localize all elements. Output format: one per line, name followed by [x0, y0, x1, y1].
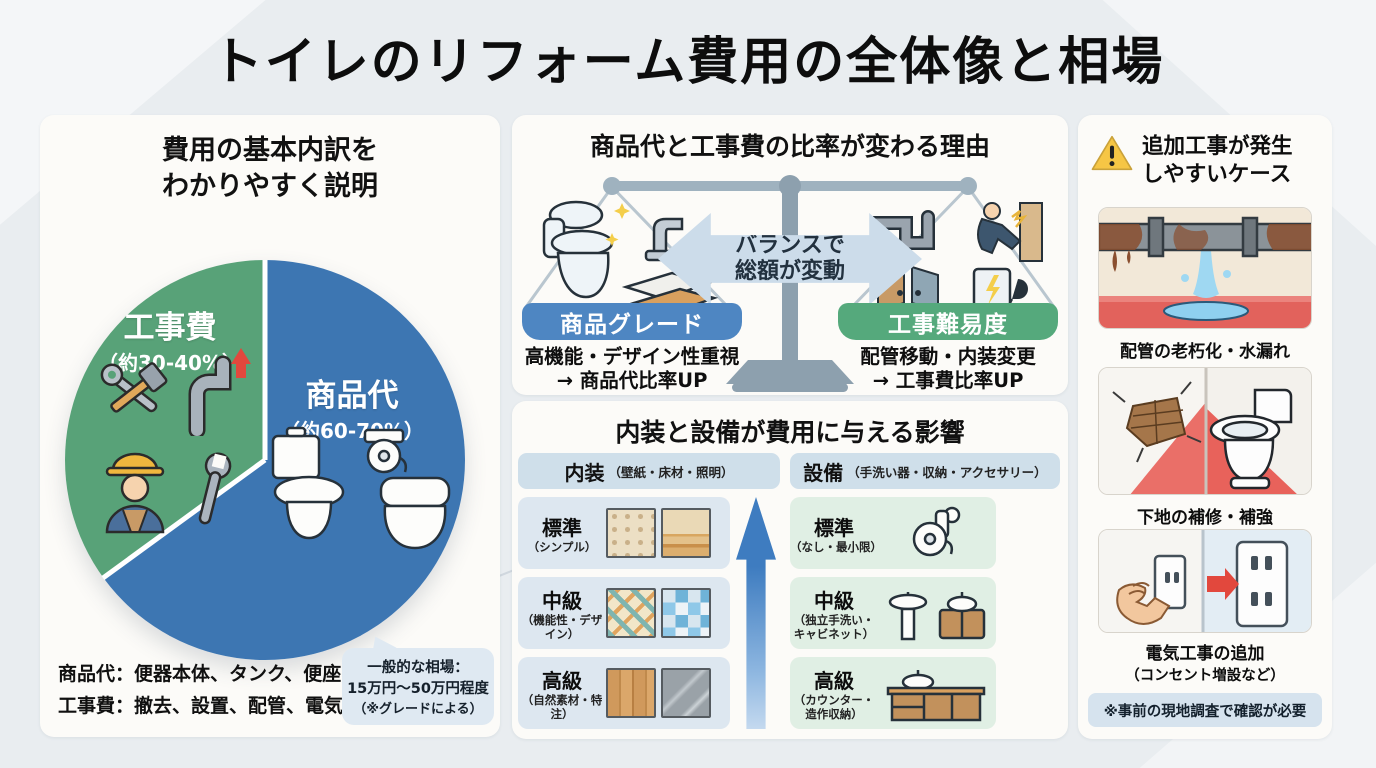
counter-vanity-icon [886, 670, 986, 722]
pattern-tile-swatch [606, 588, 656, 638]
product-grade-desc: 高機能・デザイン性重視 → 商品代比率UP [512, 345, 752, 394]
sink-cabinet-icon [888, 592, 986, 641]
pipe-leak-illustration [1099, 208, 1311, 328]
electrical-caption-line-2: （コンセント増設など） [1125, 668, 1285, 684]
panel-additional-work-cases: 追加工事が発生 しやすいケース [1078, 115, 1332, 739]
desc-line-1: 高機能・デザイン性重視 [524, 345, 740, 368]
interior-row-premium: 高級 （自然素材・特注） [518, 657, 730, 729]
wall-damage-illustration [1099, 368, 1311, 494]
wallpaper-swatch [606, 508, 656, 558]
marble-swatch [661, 668, 711, 718]
desc-line-2: → 商品代比率UP [556, 369, 708, 393]
interior-header: 内装 （壁紙・床材・照明） [518, 453, 780, 489]
cost-breakdown-heading: 費用の基本内訳を わかりやすく説明 [40, 133, 500, 206]
toilet-products-icon [271, 426, 451, 550]
case-caption-pipe: 配管の老朽化・水漏れ [1120, 342, 1290, 362]
pie-label-product: 商品代 （約60-70%） [247, 370, 457, 444]
tier-label: 中級 （独立手洗い・キャビネット） [790, 585, 878, 642]
balance-heading: 商品代と工事費の比率が変わる理由 [589, 132, 990, 161]
tier-grade-sub: （自然素材・特注） [521, 692, 603, 721]
tier-grade-sub: （カウンター・造作収納） [793, 692, 875, 721]
balance-arrow-line-1: バランスで [735, 232, 845, 258]
tier-label: 標準 （なし・最小限） [790, 512, 882, 555]
desc-line-1: 配管移動・内装変更 [860, 345, 1036, 368]
heading-line-1: 費用の基本内訳を [162, 135, 378, 166]
warning-icon [1091, 135, 1133, 171]
construction-label: 工事費 [123, 310, 217, 346]
work-difficulty-pill: 工事難易度 [838, 303, 1058, 340]
tier-label: 中級 （機能性・デザイン） [518, 585, 606, 642]
tier-label: 標準 （シンプル） [518, 512, 606, 555]
floor-swatch [661, 508, 711, 558]
case-caption-wall: 下地の補修・補強 [1137, 508, 1273, 528]
work-difficulty-icons [873, 202, 1043, 317]
case-caption-electrical: 電気工事の追加 （コンセント増設など） [1078, 639, 1332, 685]
page-title: トイレのリフォーム費用の全体像と相場 [211, 33, 1165, 92]
product-grade-pill: 商品グレード [522, 303, 742, 340]
wood-swatch [606, 668, 656, 718]
equipment-row-standard: 標準 （なし・最小限） [790, 497, 996, 569]
cases-heading-line-2: しやすいケース [1142, 161, 1292, 187]
equipment-sub: （手洗い器・収納・アクセサリー） [847, 464, 1047, 480]
paper-holder-icon [912, 506, 961, 557]
tier-grade: 標準 [814, 515, 854, 540]
tier-grade-sub: （シンプル） [527, 539, 597, 554]
electrical-work-illustration [1099, 530, 1311, 632]
interior-sub: （壁紙・床材・照明） [608, 464, 734, 480]
bubble-line-3: （※グレードによる） [353, 702, 483, 717]
survey-footnote: ※事前の現地調査で確認が必要 [1088, 693, 1322, 727]
interior-cost-arrow [736, 497, 776, 729]
mosaic-tile-swatch [661, 588, 711, 638]
product-cost-note: 商品代：便器本体、タンク、便座など [58, 663, 380, 685]
pie-divider-lines [101, 260, 268, 581]
panel-interior-equipment-tiers: 内装と設備が費用に与える影響 内装 （壁紙・床材・照明） 標準 （シンプル） 中… [512, 401, 1318, 739]
tier-grade: 高級 [814, 668, 854, 693]
case-image-pipe-leak [1098, 207, 1312, 329]
case-image-electrical [1098, 529, 1312, 633]
tier-grade-sub: （独立手洗い・キャビネット） [793, 612, 875, 641]
cost-pie-chart: 工事費 （約30-40%） 商品代 （約60-70%） [65, 260, 465, 660]
interior-column: 内装 （壁紙・床材・照明） 標準 （シンプル） 中級 （機能性・デザイン） [518, 453, 780, 729]
bubble-line-2: 15万円〜50万円程度 [347, 681, 489, 697]
interior-row-middle: 中級 （機能性・デザイン） [518, 577, 730, 649]
wrench-icon [198, 452, 232, 525]
material-swatches [606, 588, 711, 638]
desc-line-2: → 工事費比率UP [872, 369, 1024, 393]
work-difficulty-desc: 配管移動・内装変更 → 工事費比率UP [828, 345, 1068, 394]
heading-line-2: わかりやすく説明 [162, 171, 378, 203]
interior-row-standard: 標準 （シンプル） [518, 497, 730, 569]
equipment-name: 設備 [803, 460, 844, 485]
interior-name: 内装 [564, 460, 605, 485]
tier-grade-sub: （機能性・デザイン） [521, 612, 603, 641]
equipment-row-middle: 中級 （独立手洗い・キャビネット） [790, 577, 996, 649]
balance-arrow-line-2: 総額が変動 [734, 259, 845, 284]
equipment-column: 設備 （手洗い器・収納・アクセサリー） 標準 （なし・最小限） [790, 453, 1318, 729]
bubble-line-1: 一般的な相場： [367, 660, 469, 676]
price-range-bubble: 一般的な相場： 15万円〜50万円程度 （※グレードによる） [342, 632, 494, 725]
construction-cost-note: 工事費：撤去、設置、配管、電気工事など [58, 695, 420, 717]
tier-grade: 高級 [542, 668, 582, 693]
tier-label: 高級 （カウンター・造作収納） [790, 665, 878, 722]
cases-heading-line-1: 追加工事が発生 [1142, 134, 1293, 159]
tier-grade: 中級 [814, 588, 854, 613]
pipe-icon [188, 348, 251, 436]
case-image-wall-damage [1098, 367, 1312, 495]
material-swatches [606, 668, 711, 718]
cases-heading-text: 追加工事が発生 しやすいケース [1142, 133, 1293, 189]
tier-label: 高級 （自然素材・特注） [518, 665, 606, 722]
equipment-header: 設備 （手洗い器・収納・アクセサリー） [790, 453, 1060, 489]
product-label: 商品代 [305, 378, 399, 414]
tier-grade: 標準 [542, 515, 582, 540]
panel-cost-breakdown: 費用の基本内訳を わかりやすく説明 工事費 （約30-40%） 商品代 （約60… [40, 115, 500, 737]
tiers-heading: 内装と設備が費用に与える影響 [615, 418, 965, 447]
hammer-wrench-icon [100, 362, 168, 413]
tier-grade: 中級 [542, 588, 582, 613]
worker-icon [105, 452, 165, 534]
equipment-row-premium: 高級 （カウンター・造作収納） [790, 657, 996, 729]
panel-ratio-balance: 商品代と工事費の比率が変わる理由 [512, 115, 1068, 395]
electrical-caption-line-1: 電気工事の追加 [1145, 644, 1265, 664]
material-swatches [606, 508, 711, 558]
tier-grade-sub: （なし・最小限） [790, 539, 882, 554]
cases-heading: 追加工事が発生 しやすいケース [1090, 133, 1322, 189]
